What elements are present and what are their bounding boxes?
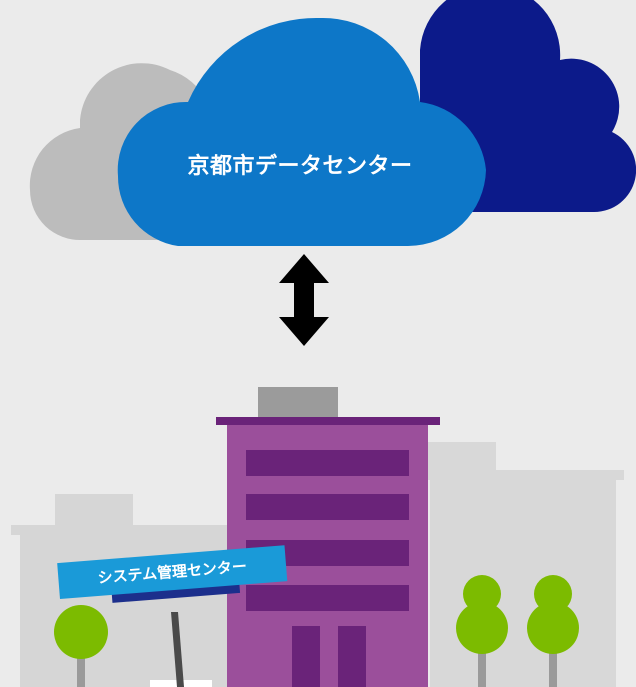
double-arrow-icon bbox=[279, 254, 329, 346]
background-buildings bbox=[11, 442, 624, 687]
building-window bbox=[246, 450, 409, 476]
building-window bbox=[246, 494, 409, 520]
cloud-front bbox=[117, 17, 487, 247]
tree-left bbox=[54, 605, 108, 687]
main-building bbox=[216, 387, 440, 687]
data-center-label: 京都市データセンター bbox=[187, 154, 413, 179]
tree-right-2 bbox=[527, 575, 579, 687]
building-window bbox=[246, 585, 409, 611]
tree-right-1 bbox=[456, 575, 508, 687]
building-door bbox=[292, 626, 320, 687]
building-door bbox=[338, 626, 366, 687]
roof-ledge bbox=[216, 417, 440, 425]
roof-box bbox=[258, 387, 338, 420]
sign-pole bbox=[171, 612, 184, 687]
